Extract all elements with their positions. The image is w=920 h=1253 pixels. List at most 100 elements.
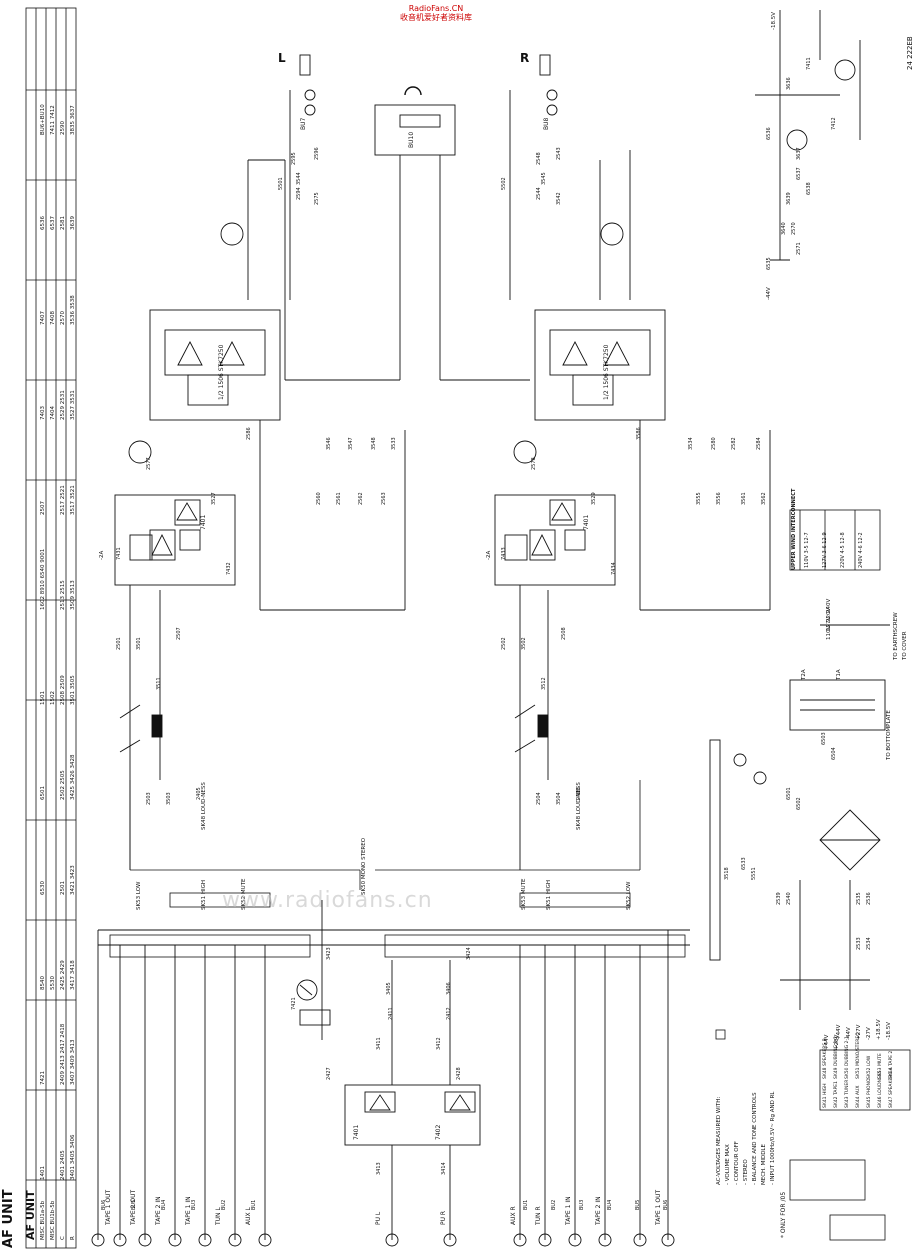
- ref-table-cell: 7421: [40, 1071, 46, 1085]
- input-connectors: [97, 929, 690, 1240]
- ref-table-cell: 8540: [40, 976, 46, 990]
- input-jack-circle: [91, 1233, 105, 1247]
- speaker-connector-right: BU8: [543, 117, 550, 130]
- unit-title: AF UNIT: [1, 1189, 16, 1248]
- ref-table-cell: 6536: [40, 216, 46, 230]
- component-designator: 3555: [696, 492, 702, 505]
- component-designator: 3423: [326, 947, 332, 960]
- input-label-left: TAPE 1 OUT: [105, 1190, 112, 1226]
- supply-rail: +27V: [856, 1024, 862, 1040]
- switch-legend-item: SK45 PHONO: [866, 1078, 872, 1108]
- ref-table-cell: R: [70, 1236, 76, 1240]
- component-designator: 2428: [456, 1067, 462, 1080]
- input-jack-circle: [443, 1233, 457, 1247]
- switch-legend-item: SK50 DUBBING 2-1: [844, 1036, 850, 1079]
- component-designator: 3542: [556, 192, 562, 205]
- component-designator: 3414: [441, 1162, 447, 1175]
- component-designator: 2594: [296, 187, 302, 200]
- switch-right: SK52 LOW: [626, 881, 632, 910]
- input-jack-circle: [258, 1233, 272, 1247]
- component-designator: 3503: [166, 792, 172, 805]
- wiring-table: [789, 509, 881, 571]
- front-connector-left: BU2: [221, 1200, 227, 1210]
- switch-right: SK48 LOUD-NESS: [576, 782, 582, 830]
- drawing-code: 24 222EB: [906, 36, 914, 70]
- input-jack-circle: [113, 1233, 127, 1247]
- power-supply: [709, 624, 890, 1010]
- switch-right: SK51 HIGH: [546, 880, 552, 910]
- switch-left: SK48 LOUD-NESS: [201, 782, 207, 830]
- input-jack-circle: [568, 1233, 582, 1247]
- ref-table-cell: 6537: [50, 216, 56, 230]
- front-connector-left: BU3: [191, 1200, 197, 1210]
- component-designator: 5501: [278, 177, 284, 190]
- reference-table: [25, 7, 77, 1249]
- supply-rail: +18.5V: [876, 1019, 882, 1040]
- component-designator: 7421: [291, 997, 297, 1010]
- ref-table-cell: MISC BU1b-5b: [50, 1200, 56, 1240]
- component-designator: 2575: [314, 192, 320, 205]
- component-designator: 3411: [376, 1037, 382, 1050]
- switch-legend-item: SK43 TUNER: [844, 1080, 850, 1108]
- ref-table-cell: 3536 3538: [70, 295, 76, 325]
- input-label-right: TAPE 1 OUT: [655, 1190, 662, 1226]
- component-designator: 2540: [786, 892, 792, 905]
- measurement-note: - CONTOUR OFF: [734, 1141, 740, 1185]
- input-jack-circle: [538, 1233, 552, 1247]
- ref-table-cell: 3407 3409 3413: [70, 1039, 76, 1085]
- ref-table-cell: 2513 2515: [60, 580, 66, 610]
- component-designator: 2548: [536, 152, 542, 165]
- component-designator: 3586: [636, 427, 642, 440]
- input-label-left: TUN L: [215, 1207, 222, 1226]
- tone-section: [114, 420, 771, 870]
- supply-rail: -44V: [846, 1027, 852, 1040]
- volume-controls: [119, 590, 549, 780]
- ref-table-cell: 1502: [50, 691, 56, 705]
- component-designator: 2543: [556, 147, 562, 160]
- component-designator: 3637: [796, 147, 802, 160]
- headphone-jack: [374, 86, 456, 156]
- switch-legend-item: SK48 SPEAKERS B: [822, 1038, 828, 1079]
- component-designator: 3544: [296, 172, 302, 185]
- component-designator: 3406: [446, 982, 452, 995]
- switch-left: SK52 MUTE: [241, 878, 247, 910]
- component-designator: 7412: [831, 117, 837, 130]
- ref-table-cell: 1501: [40, 691, 46, 705]
- ref-table-cell: 2409 2413 2417 2418: [60, 1023, 66, 1085]
- only-for-note: * ONLY FOR /05: [780, 1192, 787, 1238]
- note-earthscrew: TO EARTHSCREW: [893, 612, 899, 661]
- tone-ic-right: 7401: [583, 515, 590, 530]
- component-designator: 2560: [316, 492, 322, 505]
- wiring-table-row: 220V 4-5 12-8: [840, 532, 846, 568]
- transformer-tap: 110V: [826, 626, 832, 640]
- component-designator: 7433: [501, 547, 507, 560]
- measurement-note: - VOLUME MAX: [725, 1144, 731, 1185]
- component-designator: 2502: [501, 637, 507, 650]
- transformer-tap: 240V: [826, 599, 832, 613]
- measurement-note: AC-VOLTAGES MEASURED WITH:: [716, 1097, 722, 1185]
- input-jack-circle: [198, 1233, 212, 1247]
- component-designator: 2508: [561, 627, 567, 640]
- component-designator: 6538: [806, 182, 812, 195]
- input-jacks: [91, 1233, 675, 1247]
- component-designator: 2427: [326, 1067, 332, 1080]
- component-designator: 2534: [866, 937, 872, 950]
- channel-right: R: [520, 51, 529, 65]
- ref-table-cell: 7411 7412: [50, 105, 56, 135]
- ref-table-cell: 3417 3418: [70, 960, 76, 990]
- component-designator: 3636: [786, 77, 792, 90]
- front-connector-left: BU6: [101, 1200, 107, 1210]
- wiring-table-title: UPPER WIND INTERCONNECT: [791, 488, 797, 570]
- component-designator: 2411: [388, 1007, 394, 1020]
- switch-legend-item: SK42 TAPE1: [833, 1081, 839, 1108]
- ref-table-cell: 2590: [60, 121, 66, 135]
- component-designator: 7431: [116, 547, 122, 560]
- component-designator: 3512: [541, 677, 547, 690]
- component-designator: 3413: [376, 1162, 382, 1175]
- component-designator: 2563: [381, 492, 387, 505]
- component-designator: 3561: [741, 492, 747, 505]
- component-designator: 2595: [291, 152, 297, 165]
